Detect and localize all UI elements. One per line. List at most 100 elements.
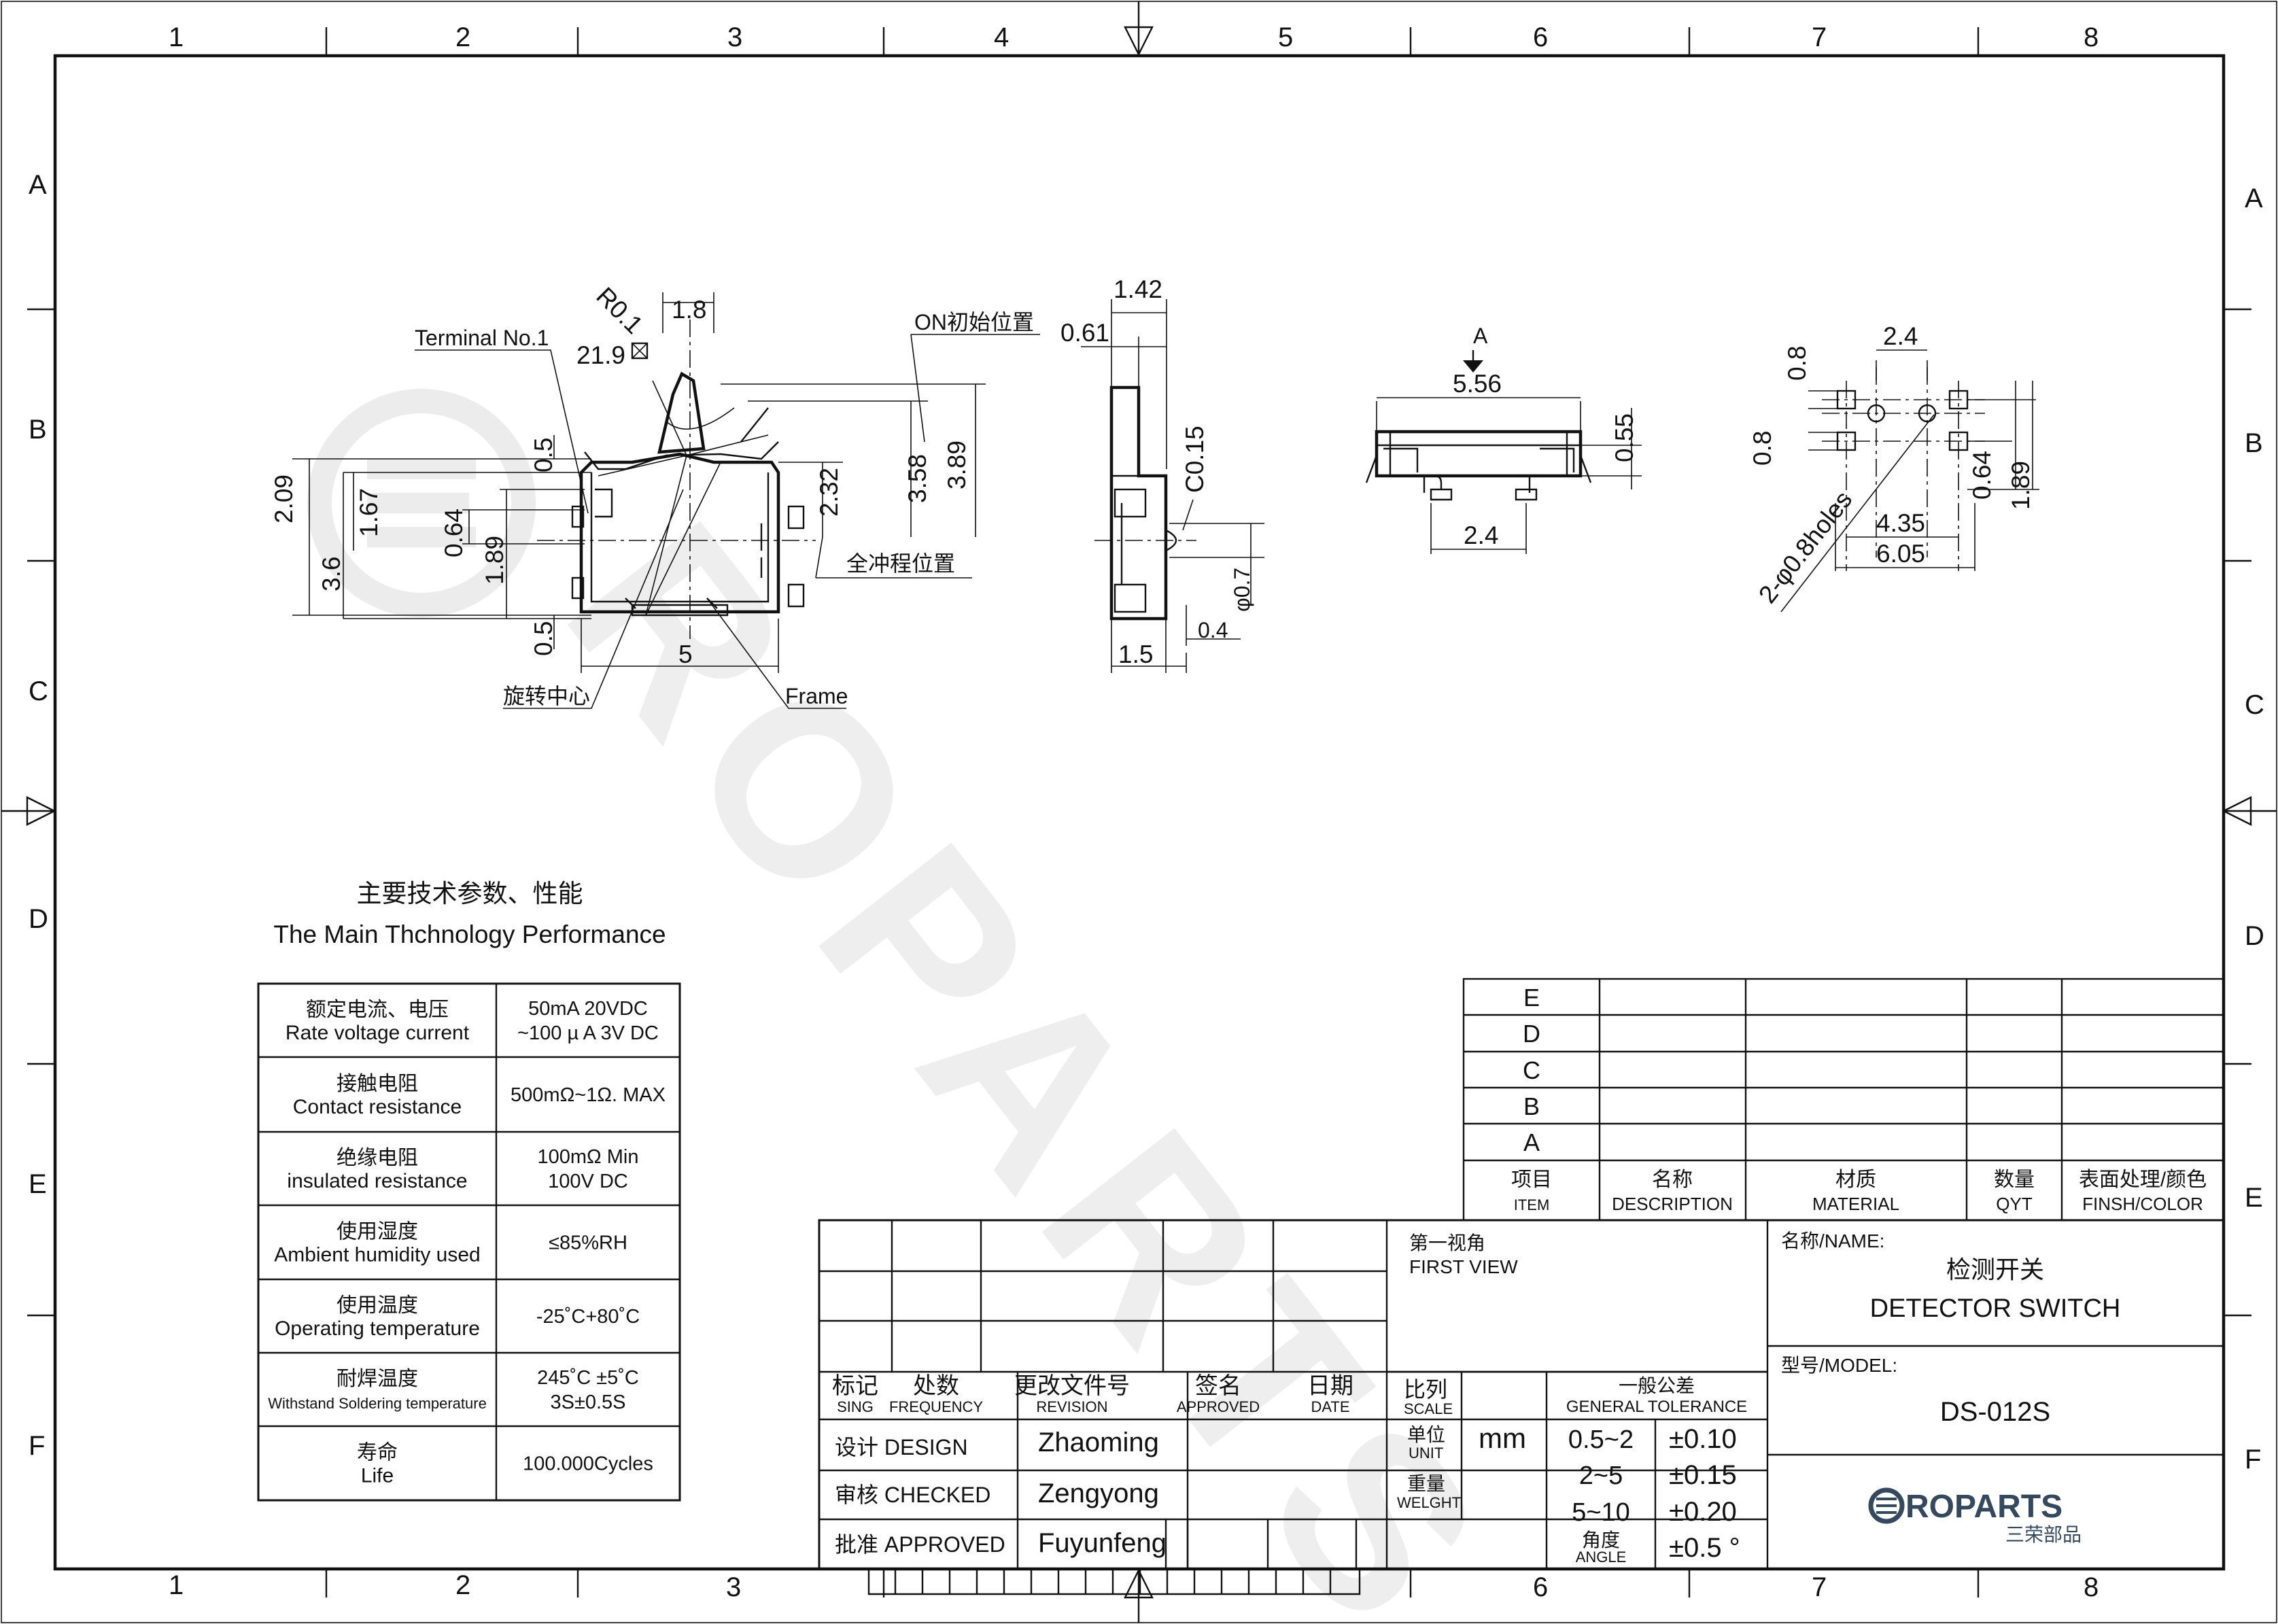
tb-col-sing-cn: 标记 — [832, 1373, 878, 1399]
row-label-C: C — [29, 676, 48, 706]
revision-row-A: A — [1523, 1128, 1540, 1156]
dim-2-4-bottom: 2.4 — [1464, 521, 1498, 549]
view-arrow-a: A — [1473, 324, 1488, 348]
col-label-bottom-3: 3 — [726, 1572, 741, 1602]
col-label-8: 8 — [2084, 22, 2099, 52]
tb-first-view-cn: 第一视角 — [1409, 1232, 1485, 1254]
label-rotation-center: 旋转中心 — [503, 684, 590, 708]
row-label-B: B — [29, 415, 47, 445]
performance-section: 主要技术参数、性能 The Main Thchnology Performanc… — [257, 880, 681, 1502]
perf-row-4-value-1: -25˚C+80˚C — [536, 1306, 640, 1328]
tb-tolerance-cn: 一般公差 — [1619, 1375, 1695, 1396]
perf-row-5-value-1: 245˚C ±5˚C — [537, 1367, 639, 1389]
col-label-bottom-7: 7 — [1812, 1572, 1827, 1602]
perf-row-0-cn: 额定电流、电压 — [306, 999, 449, 1021]
dim-4-35: 4.35 — [1876, 509, 1925, 537]
tb-unit-en: UNIT — [1409, 1445, 1443, 1462]
dim-1-5: 1.5 — [1118, 640, 1153, 668]
dim-phi-0-7: φ0.7 — [1230, 568, 1254, 612]
col-label-6: 6 — [1533, 22, 1548, 52]
perf-row-3-en: Ambient humidity used — [274, 1244, 481, 1266]
tb-unit-value: mm — [1479, 1422, 1526, 1454]
col-label-bottom-8: 8 — [2084, 1572, 2099, 1602]
perf-row-3-cn: 使用湿度 — [336, 1221, 418, 1243]
revision-header-0-en: ITEM — [1514, 1196, 1550, 1213]
dim-0-5-top: 0.5 — [530, 438, 557, 472]
row-label-right-E: E — [2245, 1183, 2263, 1213]
perf-row-4-cn: 使用温度 — [336, 1294, 418, 1317]
logo-subtext: 三荣部品 — [2005, 1524, 2082, 1545]
col-label-3: 3 — [727, 22, 742, 52]
tb-model-value: DS-012S — [1940, 1397, 2050, 1427]
front-view: 1.8 R0.1 21.9 Terminal No.1 2.09 1.67 0.… — [270, 282, 1040, 709]
tb-name-label: 名称/NAME: — [1781, 1230, 1884, 1251]
tb-design-role: 设计 DESIGN — [835, 1435, 968, 1459]
row-label-A: A — [29, 170, 47, 200]
col-label-bottom-6: 6 — [1533, 1572, 1548, 1602]
pcb-layout-view: 2.4 0.8 0.8 0.64 1.89 4.35 6.05 2-φ0.8ho… — [1748, 322, 2039, 612]
tb-scale-cn: 比列 — [1404, 1377, 1447, 1402]
perf-row-4-en: Operating temperature — [275, 1317, 480, 1340]
tb-tol-range-2: 2~5 — [1579, 1462, 1623, 1490]
tb-angle-en: ANGLE — [1576, 1549, 1627, 1566]
tb-col-date-cn: 日期 — [1307, 1373, 1353, 1399]
tb-name-cn: 检测开关 — [1946, 1256, 2044, 1283]
dim-3-58: 3.58 — [903, 454, 931, 503]
revision-header-2-cn: 材质 — [1835, 1169, 1876, 1191]
performance-title-cn: 主要技术参数、性能 — [357, 880, 583, 908]
dim-0-55: 0.55 — [1610, 413, 1638, 462]
perf-row-1-value-1: 500mΩ~1Ω. MAX — [511, 1084, 666, 1106]
tb-angle-cn: 角度 — [1582, 1530, 1620, 1551]
revision-header-1-en: DESCRIPTION — [1612, 1194, 1733, 1214]
dim-0-64-pcb: 0.64 — [1968, 451, 1996, 500]
tb-tolerance-en: GENERAL TOLERANCE — [1566, 1398, 1747, 1416]
row-label-D: D — [29, 904, 48, 934]
revision-row-E: E — [1523, 984, 1540, 1012]
title-block: 标记 SING 处数 FREQUENCY 更改文件号 REVISION 签名 A… — [818, 1219, 2225, 1595]
revision-header-2-en: MATERIAL — [1812, 1194, 1899, 1214]
watermark-text: ROPARTS — [516, 476, 1544, 1624]
revision-header-4-en: FINSH/COLOR — [2082, 1194, 2203, 1214]
col-label-4: 4 — [994, 22, 1009, 52]
tb-col-revision-en: REVISION — [1036, 1398, 1107, 1415]
dim-0-8-top: 0.8 — [1783, 346, 1811, 381]
tb-col-sing-en: SING — [837, 1398, 874, 1415]
perf-row-0-value-2: ~100 µ A 3V DC — [517, 1022, 659, 1044]
row-label-right-B: B — [2245, 428, 2263, 458]
tb-approved-name: Fuyunfeng — [1038, 1528, 1167, 1558]
dim-1-8: 1.8 — [672, 296, 706, 324]
perf-row-2-en: insulated resistance — [287, 1170, 467, 1192]
tb-col-approved-en: APPROVED — [1177, 1398, 1260, 1415]
dim-0-64: 0.64 — [440, 508, 468, 557]
dim-21-9: 21.9 — [576, 341, 625, 369]
tb-col-approved-cn: 签名 — [1195, 1373, 1241, 1399]
perf-row-2-value-2: 100V DC — [548, 1171, 628, 1192]
tb-tol-value-1: ±0.10 — [1669, 1424, 1737, 1454]
dim-c0-15: C0.15 — [1181, 426, 1209, 493]
dim-0-5-bottom: 0.5 — [530, 621, 557, 656]
dim-holes: 2-φ0.8holes — [1753, 486, 1857, 608]
dim-5: 5 — [678, 640, 693, 668]
label-frame: Frame — [785, 684, 848, 708]
perf-row-6-en: Life — [361, 1465, 394, 1487]
perf-row-2-cn: 绝缘电阻 — [336, 1147, 418, 1169]
col-label-bottom-2: 2 — [455, 1570, 470, 1600]
dim-0-61: 0.61 — [1060, 319, 1109, 347]
revision-row-B: B — [1523, 1092, 1540, 1120]
tb-approved-role: 批准 APPROVED — [835, 1532, 1005, 1557]
revision-rows: EDCBA项目ITEM名称DESCRIPTION材质MATERIAL数量QYT表… — [1511, 984, 2207, 1214]
perf-row-1-en: Contact resistance — [293, 1096, 462, 1118]
dim-2-32: 2.32 — [815, 468, 843, 517]
dim-0-8-bottom: 0.8 — [1748, 431, 1776, 466]
label-terminal-no1: Terminal No.1 — [415, 326, 549, 350]
tb-tol-value-2: ±0.15 — [1669, 1460, 1737, 1490]
perf-row-5-cn: 耐焊温度 — [336, 1368, 418, 1390]
dim-1-89-pcb: 1.89 — [2007, 461, 2035, 510]
tb-tol-range-1: 0.5~2 — [1568, 1426, 1634, 1454]
row-label-right-C: C — [2245, 690, 2264, 720]
perf-row-5-en: Withstand Soldering temperature — [268, 1395, 487, 1412]
perf-row-0-value-1: 50mA 20VDC — [528, 998, 648, 1020]
dim-6-05: 6.05 — [1876, 540, 1925, 568]
tb-col-revision-cn: 更改文件号 — [1014, 1373, 1130, 1399]
